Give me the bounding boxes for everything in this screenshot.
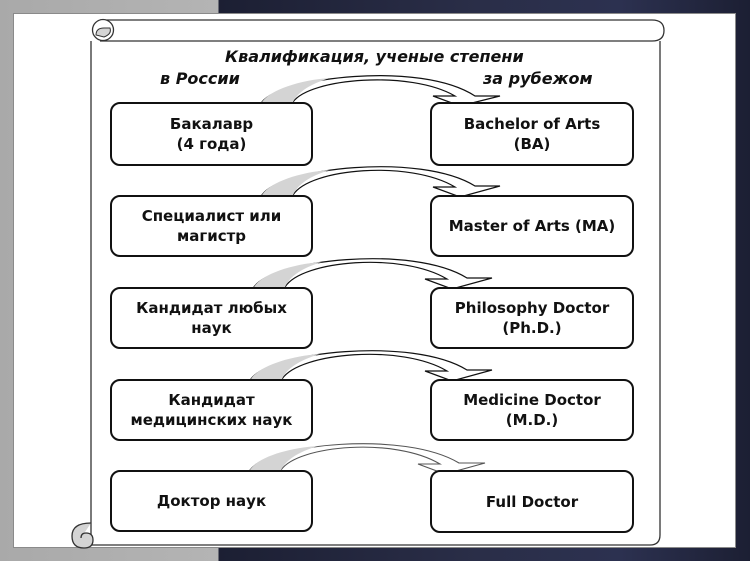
box-line: магистр bbox=[176, 227, 247, 245]
arrow-row-2-icon bbox=[260, 166, 501, 198]
box-line: (BA) bbox=[513, 135, 551, 153]
box-abroad-full-doctor: Full Doctor bbox=[430, 470, 634, 533]
box-line: (Ph.D.) bbox=[502, 319, 562, 337]
diagram-title: Квалификация, ученые степени bbox=[225, 47, 524, 66]
arrow-row-5-icon bbox=[248, 443, 486, 475]
box-abroad-md: Medicine Doctor (M.D.) bbox=[430, 379, 634, 441]
arrow-row-4-icon bbox=[249, 350, 493, 382]
box-line: Доктор наук bbox=[156, 492, 267, 510]
box-line: Кандидат любых bbox=[136, 299, 287, 317]
heading-russia: в России bbox=[160, 69, 240, 88]
box-line: Специалист или bbox=[141, 207, 282, 225]
scroll-curl-bottom-icon bbox=[71, 522, 94, 549]
arrow-row-3-icon bbox=[252, 258, 493, 290]
box-line: Bachelor of Arts bbox=[463, 115, 601, 133]
box-line: Philosophy Doctor bbox=[454, 299, 610, 317]
box-line: наук bbox=[191, 319, 232, 337]
box-abroad-phd: Philosophy Doctor (Ph.D.) bbox=[430, 287, 634, 349]
scroll-curl-top-icon bbox=[91, 18, 115, 42]
box-abroad-master-of-arts: Master of Arts (MA) bbox=[430, 195, 634, 257]
box-line: Master of Arts (MA) bbox=[448, 217, 616, 235]
box-russia-bachelor: Бакалавр (4 года) bbox=[110, 102, 313, 166]
box-line: (M.D.) bbox=[505, 411, 559, 429]
box-russia-specialist: Специалист или магистр bbox=[110, 195, 313, 257]
box-line: (4 года) bbox=[176, 135, 247, 153]
box-abroad-bachelor-of-arts: Bachelor of Arts (BA) bbox=[430, 102, 634, 166]
box-russia-medical-candidate: Кандидат медицинских наук bbox=[110, 379, 313, 441]
heading-abroad: за рубежом bbox=[483, 69, 593, 88]
box-line: Кандидат bbox=[168, 391, 255, 409]
box-line: Full Doctor bbox=[485, 492, 579, 511]
box-line: Medicine Doctor bbox=[463, 391, 601, 409]
box-russia-doctor: Доктор наук bbox=[110, 470, 313, 532]
box-line: медицинских наук bbox=[130, 411, 293, 429]
arrow-row-1-icon bbox=[260, 75, 501, 107]
box-line: Бакалавр bbox=[169, 115, 254, 133]
box-russia-candidate: Кандидат любых наук bbox=[110, 287, 313, 349]
